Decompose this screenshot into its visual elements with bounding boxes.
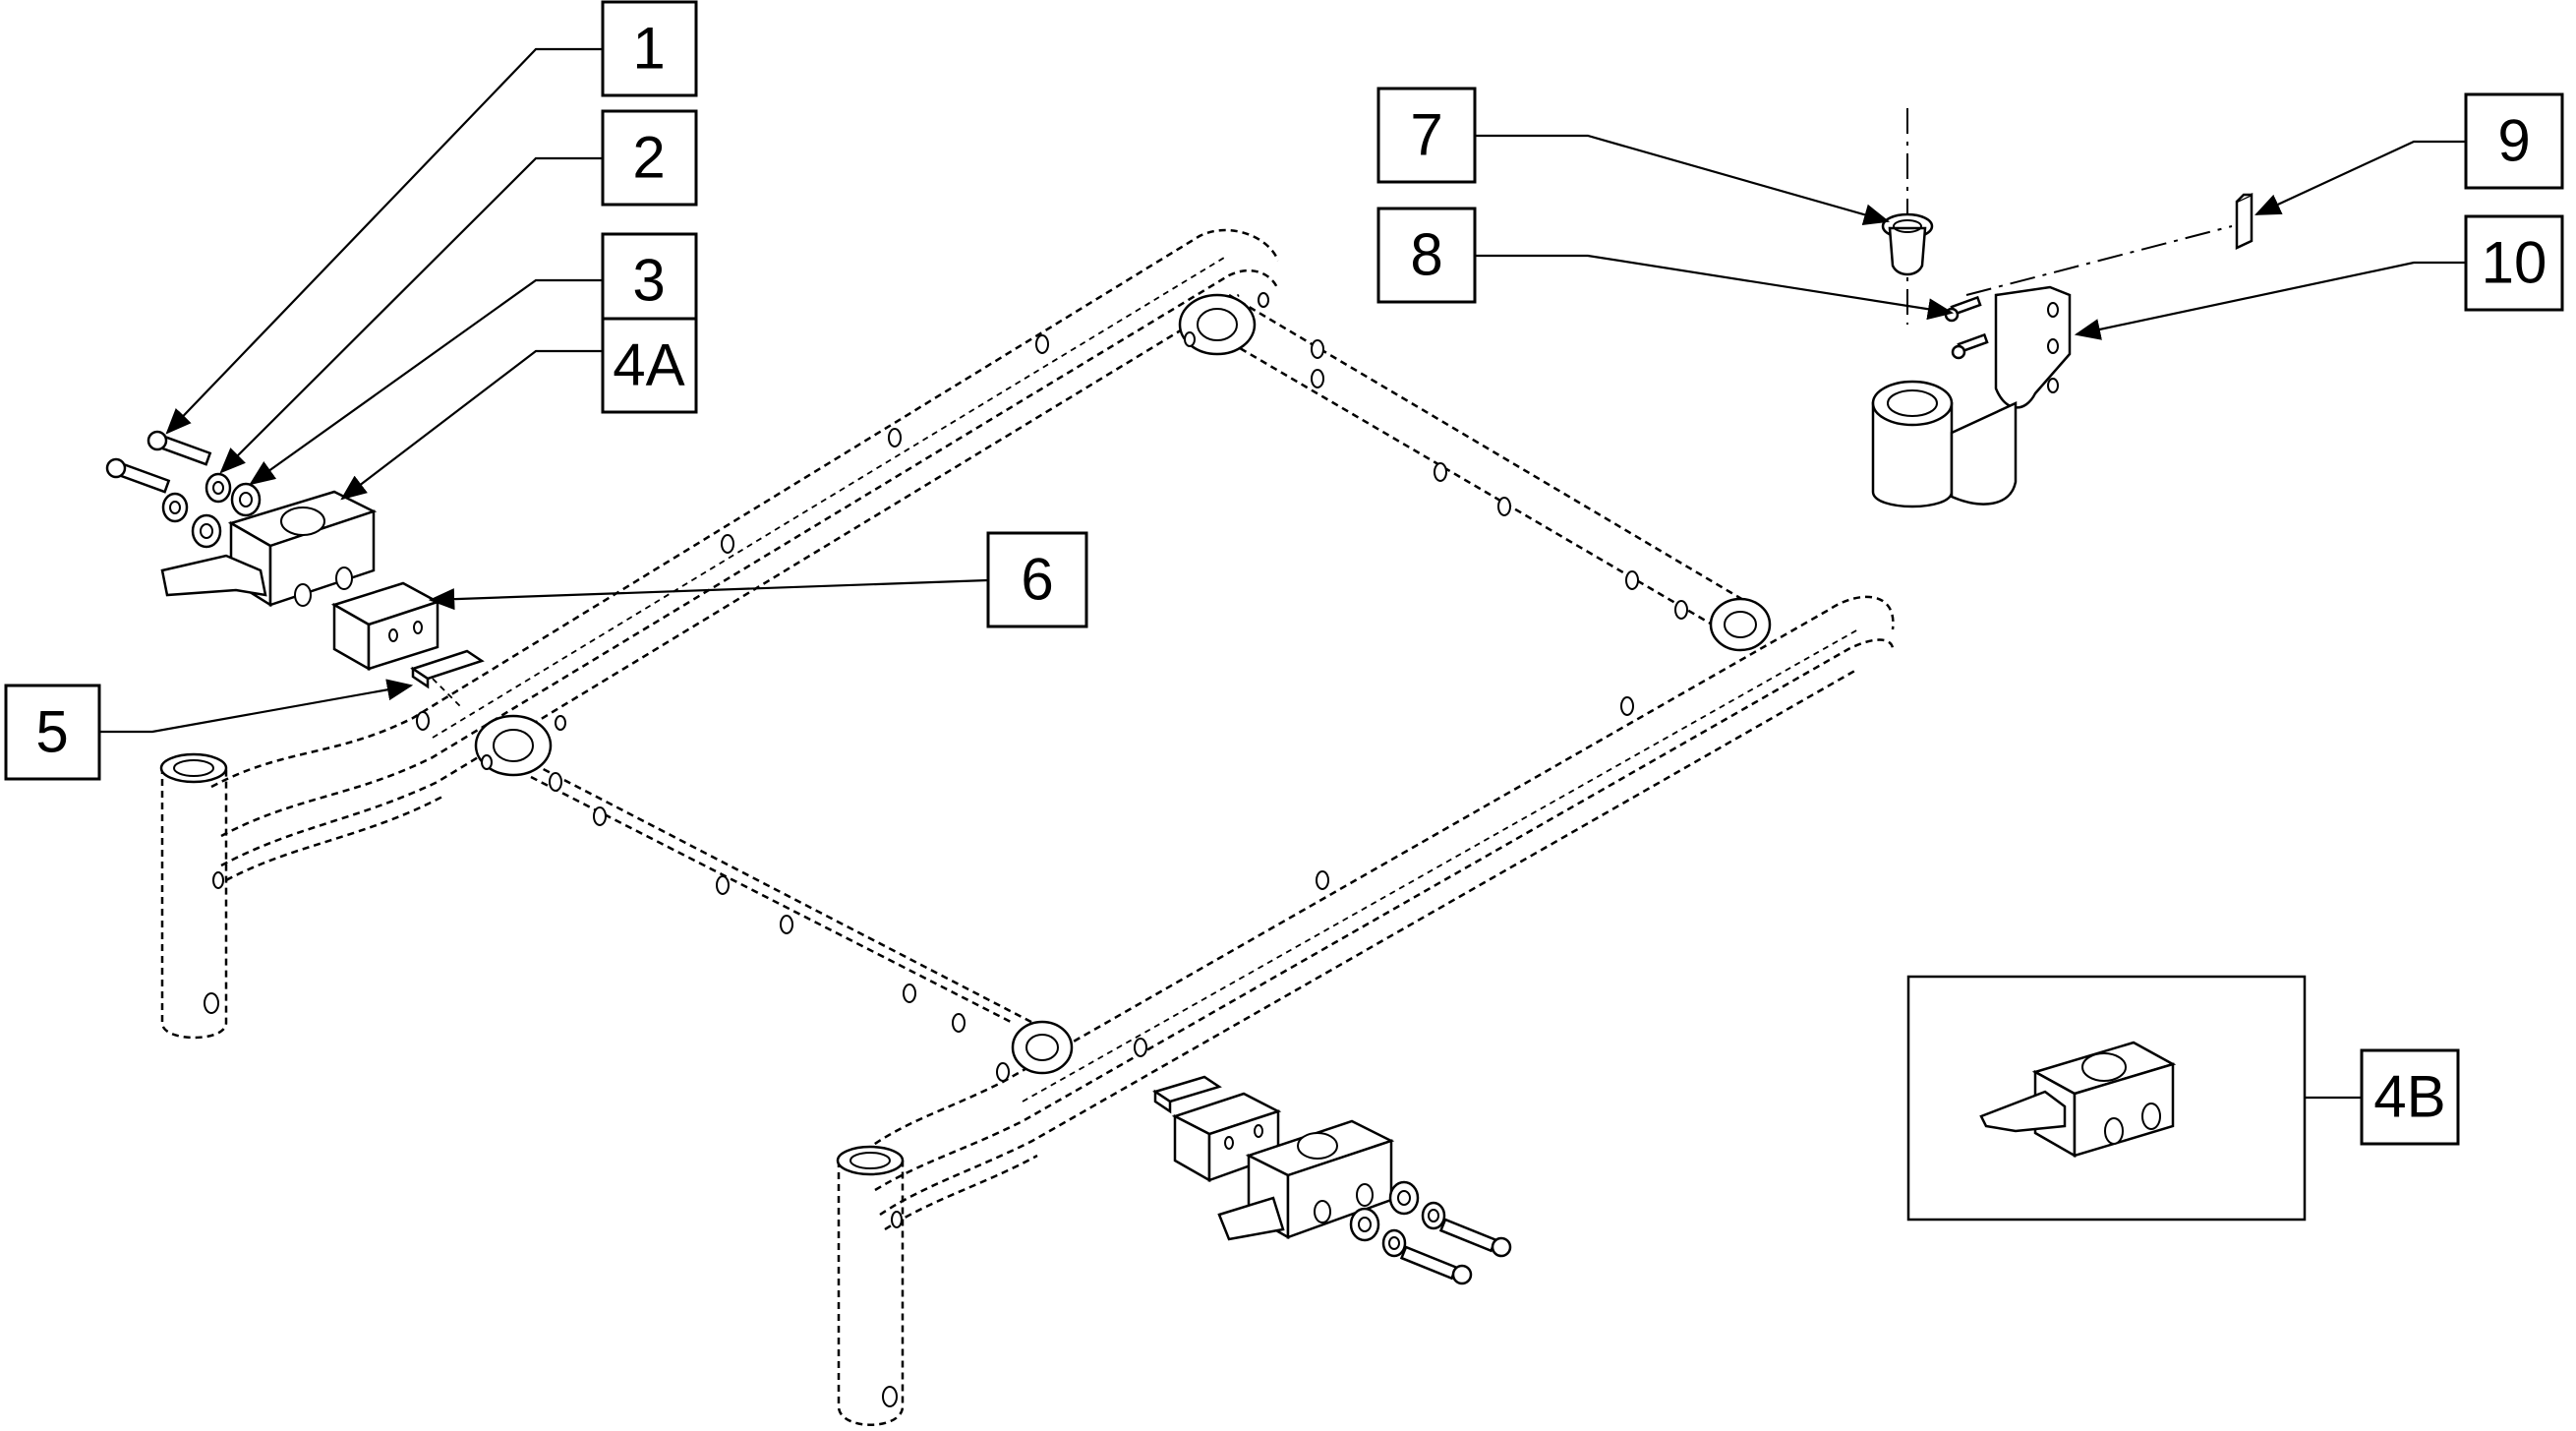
inset-4b (1906, 975, 2307, 1222)
callout-label: 1 (632, 16, 665, 82)
spacer-block-6 (330, 581, 441, 672)
screw-upper (146, 430, 212, 466)
callout-2: 2 (601, 109, 698, 207)
right-hardware-group (1152, 1075, 1512, 1285)
callout-label: 3 (632, 248, 665, 314)
washers-right (1349, 1180, 1446, 1258)
front-cross-tube (500, 745, 1053, 1035)
callout-5: 5 (4, 684, 101, 781)
callout-8: 8 (1376, 207, 1477, 304)
flange-front-left (474, 714, 566, 777)
leader-lines (99, 47, 2466, 1100)
bracket-10 (1871, 285, 2072, 508)
callout-1: 1 (601, 0, 698, 97)
callout-label: 2 (632, 125, 665, 191)
flange-rear-left (1178, 292, 1269, 356)
flange-rear-right (1709, 597, 1772, 652)
right-front-post (837, 1161, 905, 1426)
nut-9 (2235, 193, 2254, 250)
callout-10: 10 (2464, 214, 2564, 312)
callout-label: 4B (2373, 1064, 2445, 1130)
screw-lower (105, 457, 171, 494)
callout-label: 4A (613, 332, 684, 398)
bracket-assembly (1871, 108, 2254, 508)
callout-label: 5 (35, 699, 68, 765)
frame-holes (416, 334, 1688, 1082)
callout-9: 9 (2464, 92, 2564, 190)
bushing-7 (1881, 212, 1934, 276)
plate-5 (410, 649, 485, 689)
spacers (191, 482, 262, 549)
callout-3: 3 (601, 232, 698, 329)
lock-washers (161, 472, 232, 523)
callout-label: 10 (2482, 230, 2547, 296)
callout-label: 9 (2497, 108, 2530, 174)
left-side-rail (210, 228, 1280, 789)
seat-frame (159, 228, 1895, 1426)
screws-8 (1944, 295, 1989, 360)
clamp-block-4a (160, 490, 378, 608)
callout-label: 8 (1410, 222, 1442, 288)
plate-5-right (1152, 1075, 1222, 1114)
screws-right (1399, 1218, 1512, 1285)
clamp-block-4b (1979, 1041, 2177, 1159)
right-side-rail (864, 595, 1895, 1153)
callout-label: 6 (1021, 547, 1053, 613)
callout-label: 7 (1410, 102, 1442, 168)
rear-cross-tube (1228, 293, 1761, 612)
clamp-block-right (1217, 1119, 1395, 1241)
callout-4b: 4B (2360, 1048, 2460, 1146)
callout-7: 7 (1376, 87, 1477, 184)
callout-6: 6 (986, 531, 1088, 628)
flange-front-right (1011, 1020, 1074, 1075)
callout-4a: 4A (601, 317, 698, 414)
spacer-block-6-right (1171, 1092, 1282, 1183)
left-hardware-group (105, 430, 485, 709)
